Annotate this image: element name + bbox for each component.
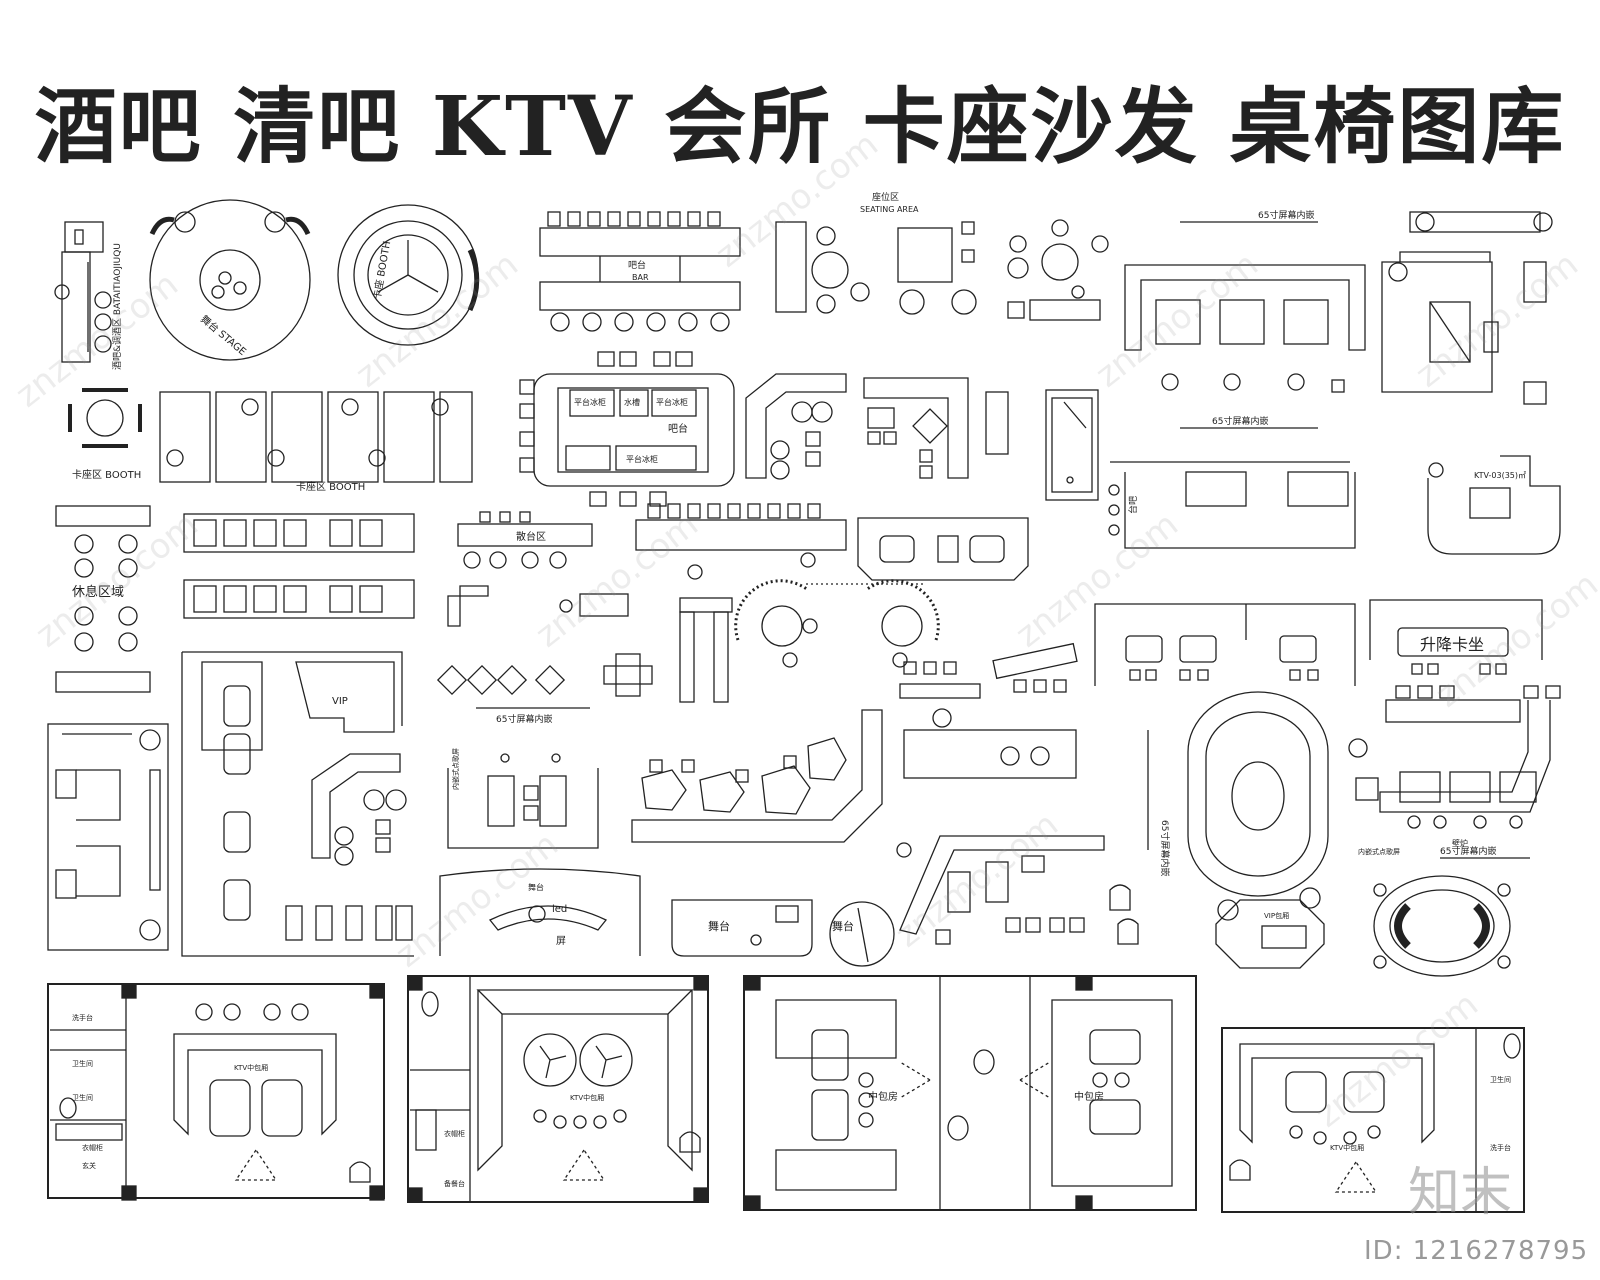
bar-counter-rows: 吧台 BAR <box>539 211 741 332</box>
ktv-medium-room-label-b: KTV中包厢 <box>570 1093 604 1102</box>
ktv-room-1: 洗手台 卫生间 卫生间 衣帽柜 玄关 KTV中包厢 <box>47 983 385 1201</box>
booth-rows: 卡座区 BOOTH <box>159 391 473 493</box>
stage-label: 舞台 STAGE <box>198 312 249 358</box>
led-label-2: 屏 <box>556 935 566 947</box>
bar-counters-people <box>899 642 1078 779</box>
screen-65-label-b: 65寸屏幕内嵌 <box>1212 415 1268 427</box>
embedded-screen-label-a: 内嵌式点歌屏 <box>451 748 460 790</box>
ktv-room-with-bar-side: 台吧 <box>1108 461 1356 549</box>
screen-65-label-a: 65寸屏幕内嵌 <box>1258 209 1314 221</box>
pool-table <box>1045 389 1099 501</box>
booth-round-label: 卡座 BOOTH <box>370 240 393 301</box>
scattered-seating: 散台区 <box>457 511 593 569</box>
stage-label-led: 舞台 <box>528 882 544 892</box>
screen-65-label-d: 65寸屏幕内嵌 <box>1440 845 1496 857</box>
toilet-label-a: 卫生间 <box>72 1059 93 1068</box>
wardrobe-label-b: 衣帽柜 <box>444 1129 465 1138</box>
ktv-room-sofa-left <box>47 723 169 951</box>
vip-room-right: 65寸屏幕内嵌 壁炉 内嵌式点歌屏 <box>1348 685 1561 859</box>
corner-booth <box>863 377 1009 479</box>
wardrobe-label-a: 衣帽柜 <box>82 1143 103 1152</box>
ktv-room-top-right <box>1381 211 1553 405</box>
scattered-seats-label: 散台区 <box>516 530 546 543</box>
brand-logo: 知末 <box>1408 1163 1513 1223</box>
screen-65-label-vertical: 65寸屏幕内嵌 <box>1159 820 1171 876</box>
toilet-label-c: 卫生间 <box>1490 1075 1511 1084</box>
diamond-tables <box>436 664 566 696</box>
booth-area-label-a: 卡座区 BOOTH <box>72 468 141 481</box>
bar-stool-row <box>635 503 847 580</box>
ktv-medium-room-label-c: KTV中包厢 <box>1330 1143 1364 1152</box>
stage-label-b: 舞台 <box>708 919 730 933</box>
pentagon-table-lounge <box>631 709 883 843</box>
bar-en-label: BAR <box>632 273 649 282</box>
lift-booth-label: 升降卡坐 <box>1420 635 1484 654</box>
medium-room-label-b: 中包房 <box>1074 1090 1104 1103</box>
sofa-rows <box>183 513 415 619</box>
l-booth-round-table <box>745 373 847 480</box>
round-stage-block: 舞台 STAGE <box>149 199 311 361</box>
ktv-03-label: KTV-03(35)㎡ <box>1474 471 1526 480</box>
led-stage: 舞台 led 屏 <box>439 868 641 956</box>
bar-mixing-area-label: 酒吧&调酒区 BATAITIAOJIUQU <box>112 243 123 370</box>
angled-bar-tables <box>896 835 1139 945</box>
rest-area-label: 休息区域 <box>72 584 124 600</box>
twin-medium-rooms: 中包房 中包房 <box>743 975 1197 1211</box>
embedded-screen-label-b: 内嵌式点歌屏 <box>1358 847 1400 856</box>
led-label-1: led <box>552 904 567 915</box>
ktv-room-2: 衣帽柜 备餐台 KTV中包厢 <box>407 975 709 1203</box>
arc-booths <box>734 579 940 668</box>
bar-cn-label: 吧台 <box>628 259 646 271</box>
seating-area-block: 座位区 SEATING AREA <box>775 191 977 315</box>
round-booth-block: 卡座 BOOTH <box>337 204 480 346</box>
stage-label-c: 舞台 <box>832 919 854 933</box>
toilet-label-b: 卫生间 <box>72 1093 93 1102</box>
center-bar-island: 平台冰柜 水槽 平台冰柜 吧台 平台冰柜 <box>519 351 735 507</box>
bar-side-label: 台吧 <box>1127 496 1139 514</box>
small-tables-mid <box>447 585 733 703</box>
booth-area-label-b: 卡座区 BOOTH <box>296 480 365 493</box>
platform-fridge-a: 平台冰柜 <box>574 397 606 407</box>
ktv-room-4: KTV中包厢 卫生间 洗手台 <box>1221 1027 1525 1213</box>
booth-4seat-round: 卡座区 BOOTH <box>68 388 142 481</box>
ktv-sofa-room-top: 65寸屏幕内嵌 65寸屏幕内嵌 <box>1124 209 1366 429</box>
platform-fridge-c: 平台冰柜 <box>626 454 658 464</box>
round-table-cluster <box>1007 219 1109 321</box>
vip-room-label: VIP包厢 <box>1264 911 1289 920</box>
seating-area-cn: 座位区 <box>872 191 899 203</box>
stage-rounded: 舞台 舞台 <box>671 899 895 967</box>
fireplace-label: 壁炉 <box>1452 838 1468 848</box>
vip-label: VIP <box>332 696 348 707</box>
wash-basin-label-b: 洗手台 <box>1490 1143 1511 1152</box>
wash-basin-label-a: 洗手台 <box>72 1013 93 1022</box>
seating-area-en: SEATING AREA <box>860 205 919 214</box>
rest-area-block: 休息区域 <box>55 505 151 693</box>
sink-label: 水槽 <box>624 397 640 407</box>
platform-fridge-b: 平台冰柜 <box>656 397 688 407</box>
entrance-label: 玄关 <box>82 1161 96 1170</box>
vip-octagon-room: VIP包厢 <box>1215 875 1511 977</box>
medium-room-label-a: 中包房 <box>868 1090 898 1103</box>
bar-counter-label: 吧台 <box>668 422 688 435</box>
lift-booth-area: 升降卡坐 <box>1094 599 1543 686</box>
page-title: 酒吧 清吧 KTV 会所 卡座沙发 桌椅图库 <box>34 79 1566 175</box>
bar-mixing-area-block: 酒吧&调酒区 BATAITIAOJIUQU <box>54 221 123 370</box>
image-id-label: ID: 1216278795 <box>1364 1236 1589 1266</box>
pantry-label-a: 备餐台 <box>444 1179 465 1188</box>
ktv-03-room: KTV-03(35)㎡ <box>1427 455 1561 555</box>
vip-corridor-rooms: VIP <box>181 651 414 957</box>
oval-booth-ring: 65寸屏幕内嵌 <box>1147 691 1329 897</box>
ktv-medium-room-label-a: KTV中包厢 <box>234 1063 268 1072</box>
vip-booth-top <box>857 517 1029 581</box>
vip-lounge-screen: 65寸屏幕内嵌 内嵌式点歌屏 <box>447 707 599 849</box>
screen-65-label-c: 65寸屏幕内嵌 <box>496 713 552 725</box>
